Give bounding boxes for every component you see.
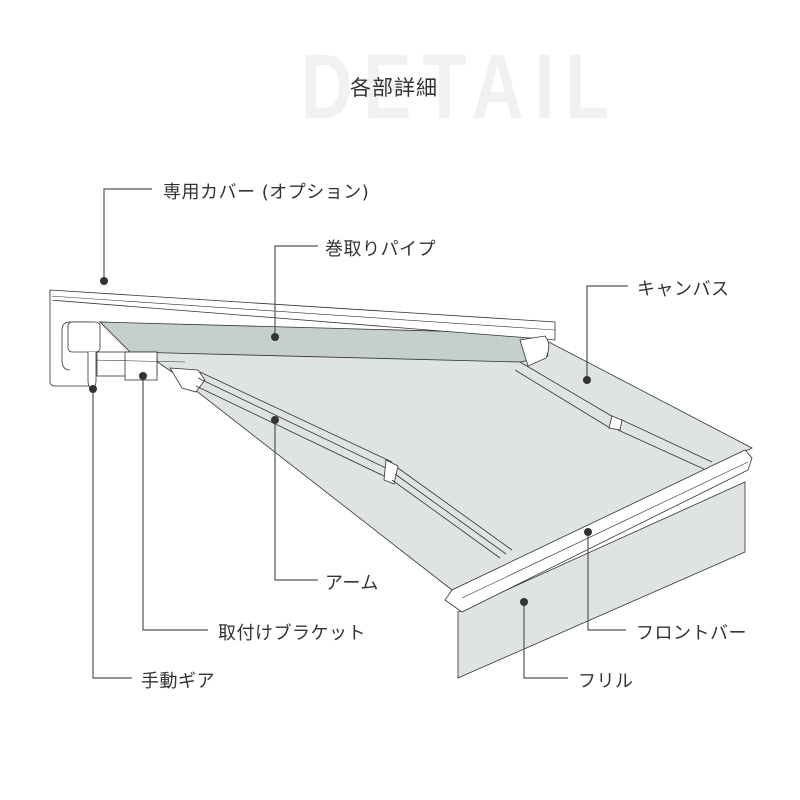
dot-frontbar [584, 528, 592, 536]
label-canvas: キャンバス [637, 279, 730, 300]
label-bracket: 取付けブラケット [218, 623, 366, 644]
leader-gear [92, 389, 132, 679]
dot-arm [271, 416, 279, 424]
label-roller-pipe: 巻取りパイプ [325, 239, 436, 260]
gear-hook [87, 352, 97, 389]
leader-arm [274, 420, 318, 581]
frill-shape [457, 481, 746, 679]
dot-cover [100, 277, 108, 285]
front-bar-shape [444, 449, 753, 613]
label-front-bar: フロントバー [636, 623, 747, 644]
leader-cover [103, 188, 152, 281]
left-arm-shape [169, 367, 513, 559]
label-cover: 専用カバー (オプション) [163, 182, 370, 203]
leader-bracket [142, 376, 208, 631]
page-title: 各部詳細 [350, 76, 438, 100]
dot-frill [520, 598, 528, 606]
dot-roller [271, 333, 279, 341]
dot-canvas [583, 376, 591, 384]
leader-roller [274, 245, 318, 336]
leader-frontbar [587, 532, 626, 631]
label-arm: アーム [325, 573, 379, 594]
label-manual-gear: 手動ギア [141, 671, 215, 692]
leader-frill [523, 602, 568, 679]
label-frill: フリル [578, 671, 634, 692]
leader-canvas [586, 285, 628, 380]
dot-gear [89, 385, 97, 393]
dot-bracket [139, 372, 147, 380]
right-arm-shape [514, 361, 713, 471]
